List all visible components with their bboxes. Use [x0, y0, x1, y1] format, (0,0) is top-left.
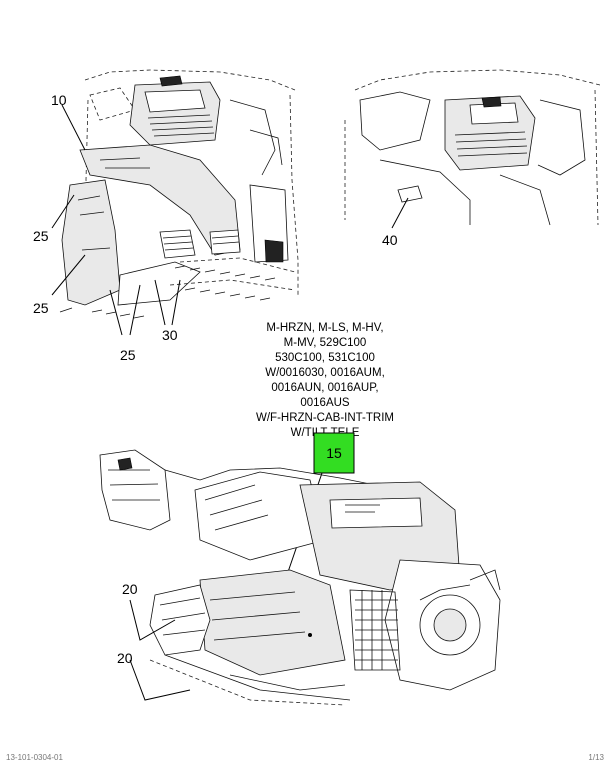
- footer-right: 1/13: [588, 753, 604, 761]
- top-right-view: [344, 69, 601, 229]
- callout-20: 20: [122, 581, 138, 597]
- note-line: M-HRZN, M-LS, M-HV,: [266, 322, 383, 334]
- pedal: [209, 229, 241, 255]
- callout-10: 10: [51, 92, 67, 108]
- knee-bolster-part-20: [149, 584, 211, 656]
- lower-cover-part-15: [199, 569, 346, 676]
- note-line: W/F-HRZN-CAB-INT-TRIM: [256, 412, 394, 424]
- callout-25: 25: [33, 300, 49, 316]
- callout-20: 20: [117, 650, 133, 666]
- highlight-box-15[interactable]: [313, 432, 355, 474]
- part-15-note: M-HRZN, M-LS, M-HV, M-MV, 529C100 530C10…: [256, 322, 394, 439]
- radio-slot: [329, 497, 423, 529]
- callout-40: 40: [382, 232, 398, 248]
- top-left-view: [51, 69, 299, 336]
- bottom-view: [99, 449, 501, 706]
- footer-left: 13-101-0304-01: [6, 753, 63, 761]
- callout-25: 25: [33, 228, 49, 244]
- callout-30: 30: [162, 327, 178, 343]
- bracket-part-40: [397, 185, 423, 203]
- pedal: [159, 229, 196, 259]
- note-line: 530C100, 531C100: [275, 352, 375, 364]
- note-line: 0016AUS: [300, 397, 350, 409]
- note-line: W/0016030, 0016AUM,: [265, 367, 385, 379]
- kick-panel-part-25: [61, 179, 121, 306]
- callout-15[interactable]: 15: [326, 445, 342, 461]
- note-line: 0016AUN, 0016AUP,: [271, 382, 378, 394]
- callout-25: 25: [120, 347, 136, 363]
- note-line: M-MV, 529C100: [284, 337, 367, 349]
